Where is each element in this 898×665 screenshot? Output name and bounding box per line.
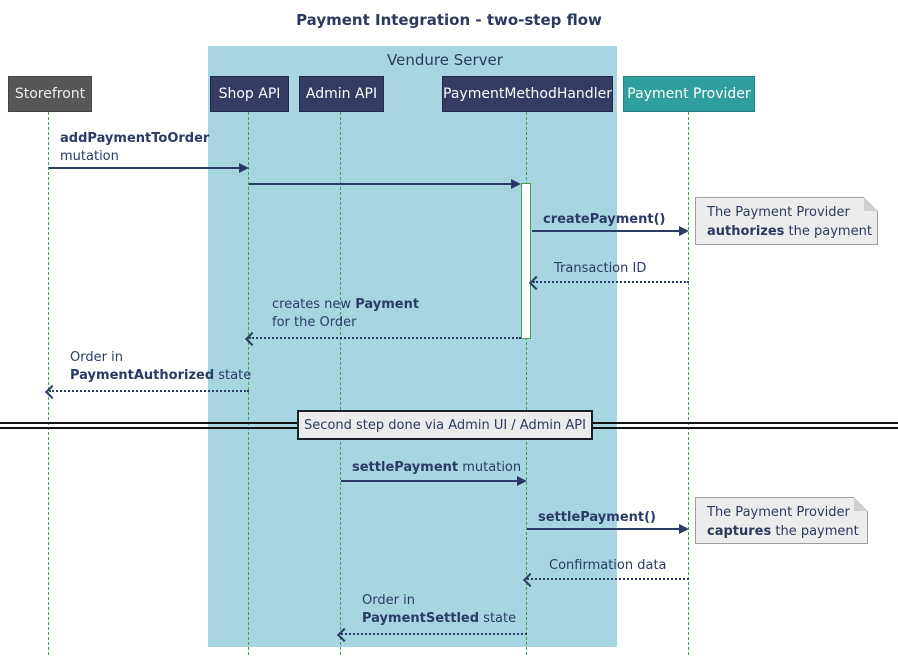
participant-payment-method-handler: PaymentMethodHandler	[442, 76, 613, 112]
section-divider-label: Second step done via Admin UI / Admin AP…	[297, 410, 593, 440]
arrow-confirmation-data	[527, 578, 689, 580]
label-transaction-id: Transaction ID	[554, 261, 647, 276]
arrow-creates-payment	[249, 337, 521, 339]
lifeline-storefront	[48, 112, 49, 655]
label-payment-authorized: Order in PaymentAuthorized state	[70, 350, 252, 383]
participant-shop-api: Shop API	[210, 76, 289, 112]
lifeline-payment-provider	[688, 112, 689, 655]
arrow-payment-settled	[341, 633, 527, 635]
arrow-payment-authorized	[49, 390, 249, 392]
participant-storefront: Storefront	[8, 76, 92, 112]
arrow-add-payment-to-order	[49, 163, 249, 173]
label-creates-payment: creates new Payment for the Order	[272, 297, 420, 330]
activation-bar-payment-method-handler	[521, 183, 531, 339]
note-authorizes: The Payment Provider authorizes the paym…	[695, 197, 878, 245]
arrow-settle-payment-call	[527, 524, 689, 534]
participant-admin-api: Admin API	[299, 76, 384, 112]
arrow-settle-payment-mutation	[341, 476, 527, 486]
arrow-transaction-id	[533, 281, 689, 283]
lifeline-payment-method-handler	[526, 112, 527, 655]
label-payment-settled: Order in PaymentSettled state	[362, 593, 517, 626]
vendure-server-container	[208, 46, 617, 647]
label-create-payment: createPayment()	[543, 212, 666, 227]
label-confirmation-data: Confirmation data	[549, 558, 667, 573]
participant-payment-provider: Payment Provider	[623, 76, 755, 112]
label-settle-payment-mutation: settlePayment mutation	[352, 460, 522, 475]
label-settle-payment-call: settlePayment()	[538, 510, 656, 525]
arrow-create-payment	[532, 226, 689, 236]
lifeline-admin-api	[340, 112, 341, 655]
vendure-server-label: Vendure Server	[387, 51, 503, 69]
arrow-shop-api-to-handler	[249, 179, 521, 189]
diagram-title: Payment Integration - two-step flow	[296, 11, 602, 29]
label-add-payment-to-order: addPaymentToOrder mutation	[60, 131, 210, 164]
note-captures: The Payment Provider captures the paymen…	[695, 497, 868, 544]
lifeline-shop-api	[248, 112, 249, 655]
